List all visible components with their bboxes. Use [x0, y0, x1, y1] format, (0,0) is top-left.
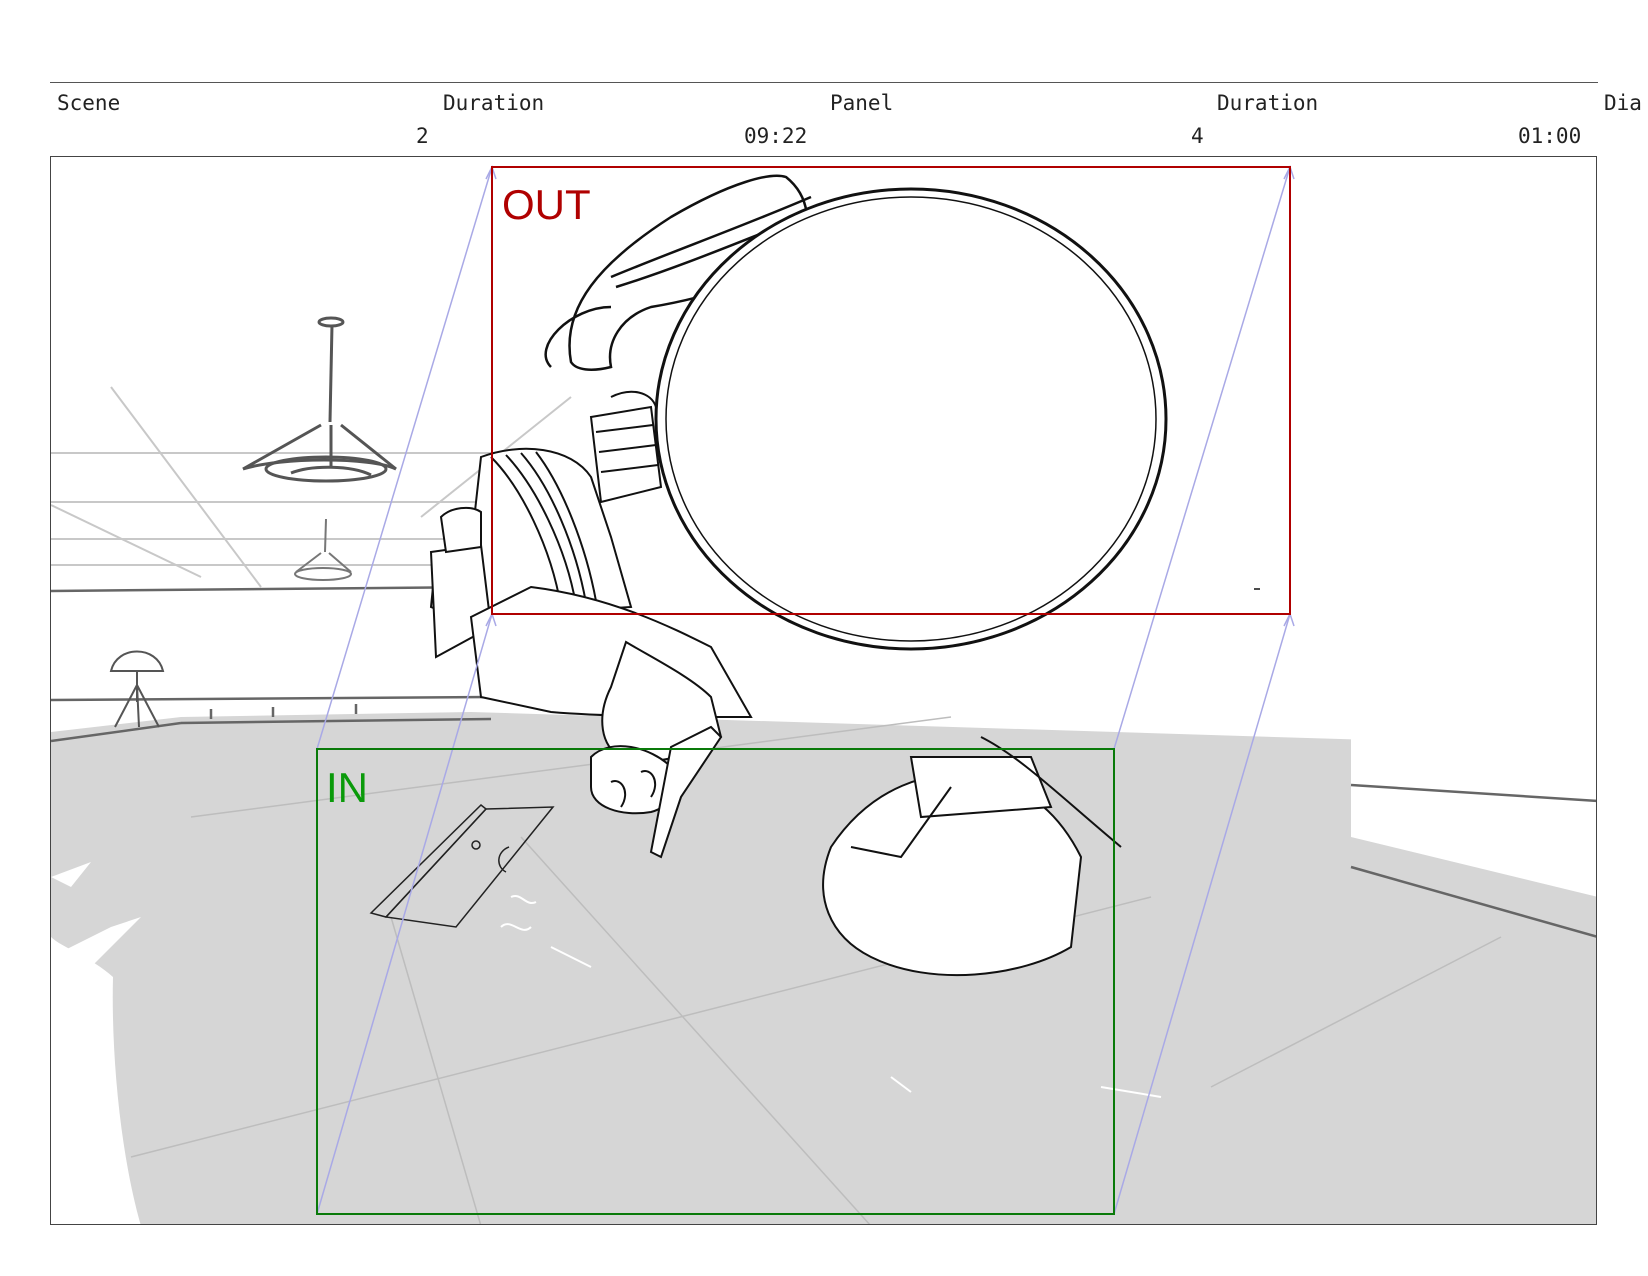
panel-duration-value: 01:00	[1518, 124, 1582, 148]
out-frame-box	[491, 166, 1291, 615]
scene-duration-label: Duration	[443, 91, 545, 115]
pendant-lamp-small	[294, 518, 352, 581]
panel-value: 4	[1191, 124, 1204, 148]
in-frame-box	[316, 748, 1115, 1215]
in-label: IN	[326, 764, 368, 811]
magnifying-glass	[654, 187, 1260, 651]
ceiling-grid	[51, 386, 572, 588]
character-hand	[822, 736, 1122, 977]
panel-drawing: OUT IN	[51, 165, 1596, 1224]
floor-shadow	[51, 712, 1596, 1224]
tripod-lamp	[109, 650, 165, 728]
panel-label: Panel	[830, 91, 894, 115]
scene-label: Scene	[57, 91, 121, 115]
pendant-lamp-large	[242, 316, 397, 483]
scene-duration-value: 09:22	[744, 124, 808, 148]
storyboard-panel-frame: OUT IN	[50, 156, 1597, 1225]
scene-value: 2	[416, 124, 429, 148]
floor-shadow-right	[1167, 817, 1596, 1224]
character-arm	[469, 585, 753, 859]
out-label: OUT	[502, 181, 591, 228]
dialogue-label: Dia	[1604, 91, 1642, 115]
razor-blade	[369, 803, 555, 928]
header-rule	[50, 82, 1598, 83]
panel-duration-label: Duration	[1217, 91, 1319, 115]
